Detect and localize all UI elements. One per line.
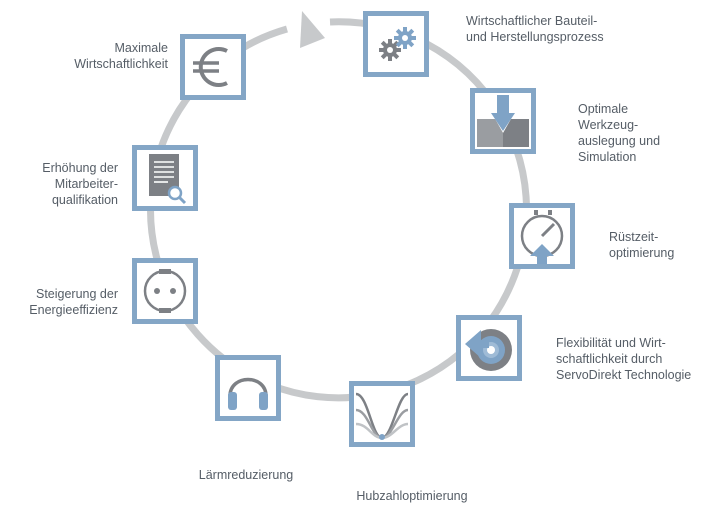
tile-laerm xyxy=(215,355,281,421)
tile-ruestzeit xyxy=(509,203,575,269)
label-line: ServoDirekt Technologie xyxy=(556,368,692,382)
label-line: Wirtschaftlicher Bauteil- xyxy=(466,14,598,28)
stroke-curve-icon xyxy=(355,392,409,440)
euro-icon xyxy=(193,47,228,87)
headphones-icon xyxy=(228,377,268,410)
label-line: Energieeffizienz xyxy=(29,303,118,317)
label-line: Mitarbeiter- xyxy=(54,177,118,191)
label-line: Maximale xyxy=(114,41,169,55)
cycle-arrow-head xyxy=(300,11,325,48)
label-line: Simulation xyxy=(578,150,637,164)
die-punch-icon xyxy=(477,95,529,147)
power-socket-icon xyxy=(143,269,187,313)
label-line: Wirtschaftlichkeit xyxy=(74,57,168,71)
label-hubzahl: Hubzahloptimierung xyxy=(332,488,492,504)
gears-icon xyxy=(379,27,416,61)
label-werkzeug: Optimale Werkzeug- auslegung und Simulat… xyxy=(578,101,660,165)
label-line: qualifikation xyxy=(51,193,118,207)
label-ruestzeit: Rüstzeit- optimierung xyxy=(609,229,674,261)
certificate-icon xyxy=(149,154,187,205)
label-energie: Steigerung der Energieeffizienz xyxy=(0,286,118,318)
label-line: auslegung und xyxy=(578,134,661,148)
label-line: und Herstellungsprozess xyxy=(466,30,604,44)
label-line: Hubzahloptimierung xyxy=(356,489,468,503)
tile-qualifikation xyxy=(132,145,198,211)
tile-wirtschaftlichkeit xyxy=(180,34,246,100)
label-line: Rüstzeit- xyxy=(609,230,659,244)
label-line: Werkzeug- xyxy=(578,118,639,132)
label-bauteil: Wirtschaftlicher Bauteil- und Herstellun… xyxy=(466,13,604,45)
stopwatch-icon xyxy=(520,210,564,264)
label-line: schaftlichkeit durch xyxy=(556,352,663,366)
tile-hubzahl xyxy=(349,381,415,447)
tile-bauteil xyxy=(363,11,429,77)
label-qualifikation: Erhöhung der Mitarbeiter- qualifikation xyxy=(0,160,118,208)
label-line: Steigerung der xyxy=(35,287,118,301)
label-laerm: Lärmreduzierung xyxy=(175,467,317,483)
label-line: Flexibilität und Wirt- xyxy=(556,336,666,350)
tile-energie xyxy=(132,258,198,324)
label-line: Erhöhung der xyxy=(42,161,118,175)
label-wirtschaftlichkeit: Maximale Wirtschaftlichkeit xyxy=(20,40,168,72)
label-line: Optimale xyxy=(578,102,629,116)
tile-servodirekt xyxy=(456,315,522,381)
label-servodirekt: Flexibilität und Wirt- schaftlichkeit du… xyxy=(556,335,691,383)
tile-werkzeug xyxy=(470,88,536,154)
label-line: optimierung xyxy=(609,246,675,260)
servo-disc-icon xyxy=(465,329,512,371)
label-line: Lärmreduzierung xyxy=(198,468,294,482)
